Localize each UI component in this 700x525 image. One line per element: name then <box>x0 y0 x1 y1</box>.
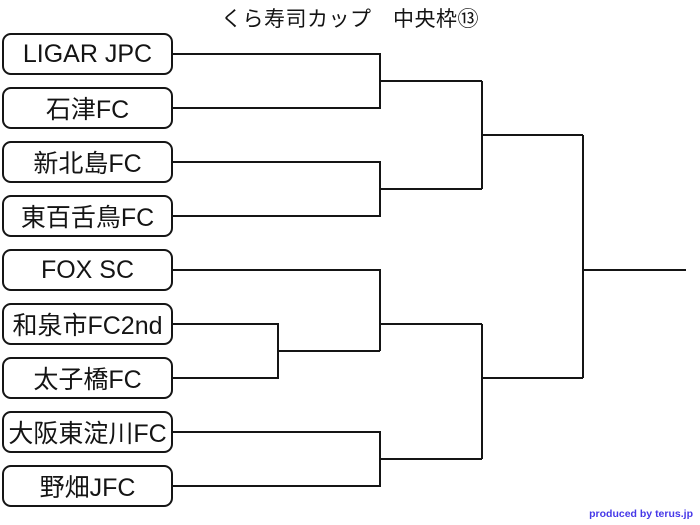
team-box-ligar-jpc: LIGAR JPC <box>2 33 173 75</box>
connector-qf2 <box>173 161 482 217</box>
team-box-ishizu-fc: 石津FC <box>2 87 173 129</box>
team-box-nobatake-jfc: 野畑JFC <box>2 465 173 507</box>
connector-qf4 <box>173 431 482 487</box>
connector-play-in <box>173 323 380 379</box>
connector-qf3 <box>173 269 482 351</box>
team-box-osakahigashiyodogawa-fc: 大阪東淀川FC <box>2 411 173 453</box>
team-box-taishibashi-fc: 太子橋FC <box>2 357 173 399</box>
connector-final <box>582 135 686 378</box>
connector-sf2 <box>481 324 583 459</box>
team-box-shinkitajima-fc: 新北島FC <box>2 141 173 183</box>
connector-sf1 <box>481 81 583 189</box>
team-box-higashimozu-fc: 東百舌鳥FC <box>2 195 173 237</box>
page-title: くら寿司カップ 中央枠⑬ <box>221 8 479 31</box>
team-box-izumishi-fc2nd: 和泉市FC2nd <box>2 303 173 345</box>
connector-qf1 <box>173 53 482 109</box>
team-box-fox-sc: FOX SC <box>2 249 173 291</box>
credit-link[interactable]: produced by terus.jp <box>589 508 693 520</box>
